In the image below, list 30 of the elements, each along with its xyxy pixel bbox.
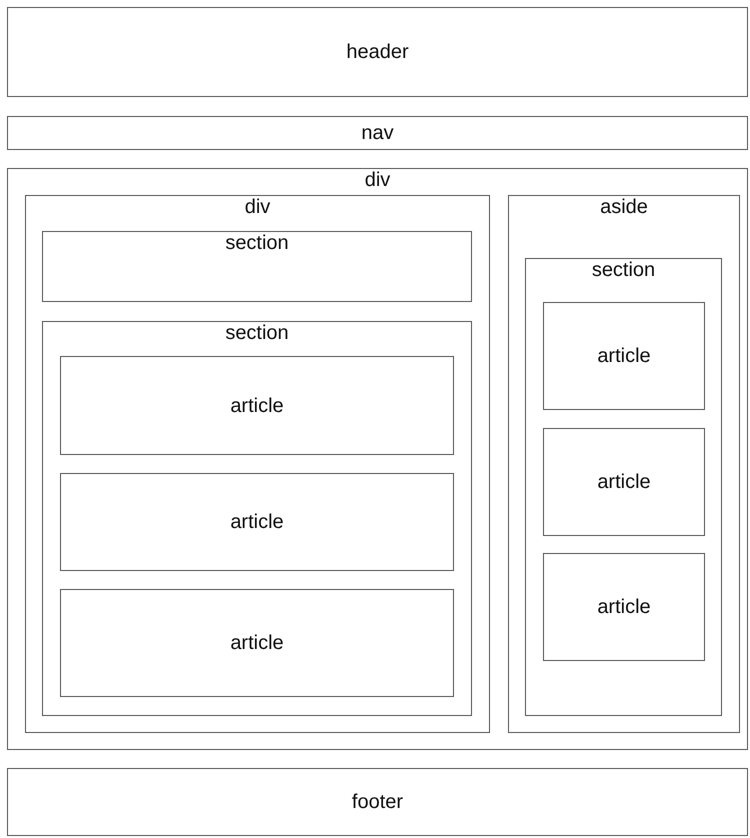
layout-box [7, 768, 748, 836]
layout-box [60, 356, 454, 455]
box-label: aside [600, 196, 648, 218]
box-label: article [230, 394, 284, 416]
box-label: article [230, 511, 284, 533]
box-label: div [244, 196, 270, 218]
layout-box [60, 473, 454, 571]
layout-box [42, 321, 472, 716]
layout-box [543, 553, 705, 661]
box-label: article [597, 345, 651, 367]
layout-box [508, 195, 740, 733]
layout-box [42, 231, 472, 302]
layout-box [543, 428, 705, 536]
layout-box [25, 195, 490, 733]
box-label: section [592, 259, 656, 281]
box-label: article [230, 632, 284, 654]
box-label: article [597, 596, 651, 618]
layout-box [543, 302, 705, 410]
box-label: nav [361, 122, 394, 144]
layout-box [7, 168, 748, 750]
box-label: section [225, 232, 289, 254]
layout-box [7, 116, 748, 150]
box-label: article [597, 471, 651, 493]
box-label: header [346, 41, 409, 63]
layout-box [7, 7, 748, 97]
layout-box [525, 258, 722, 716]
box-label: section [225, 322, 289, 344]
layout-box [60, 589, 454, 697]
box-label: footer [352, 791, 404, 813]
box-label: div [364, 169, 390, 191]
